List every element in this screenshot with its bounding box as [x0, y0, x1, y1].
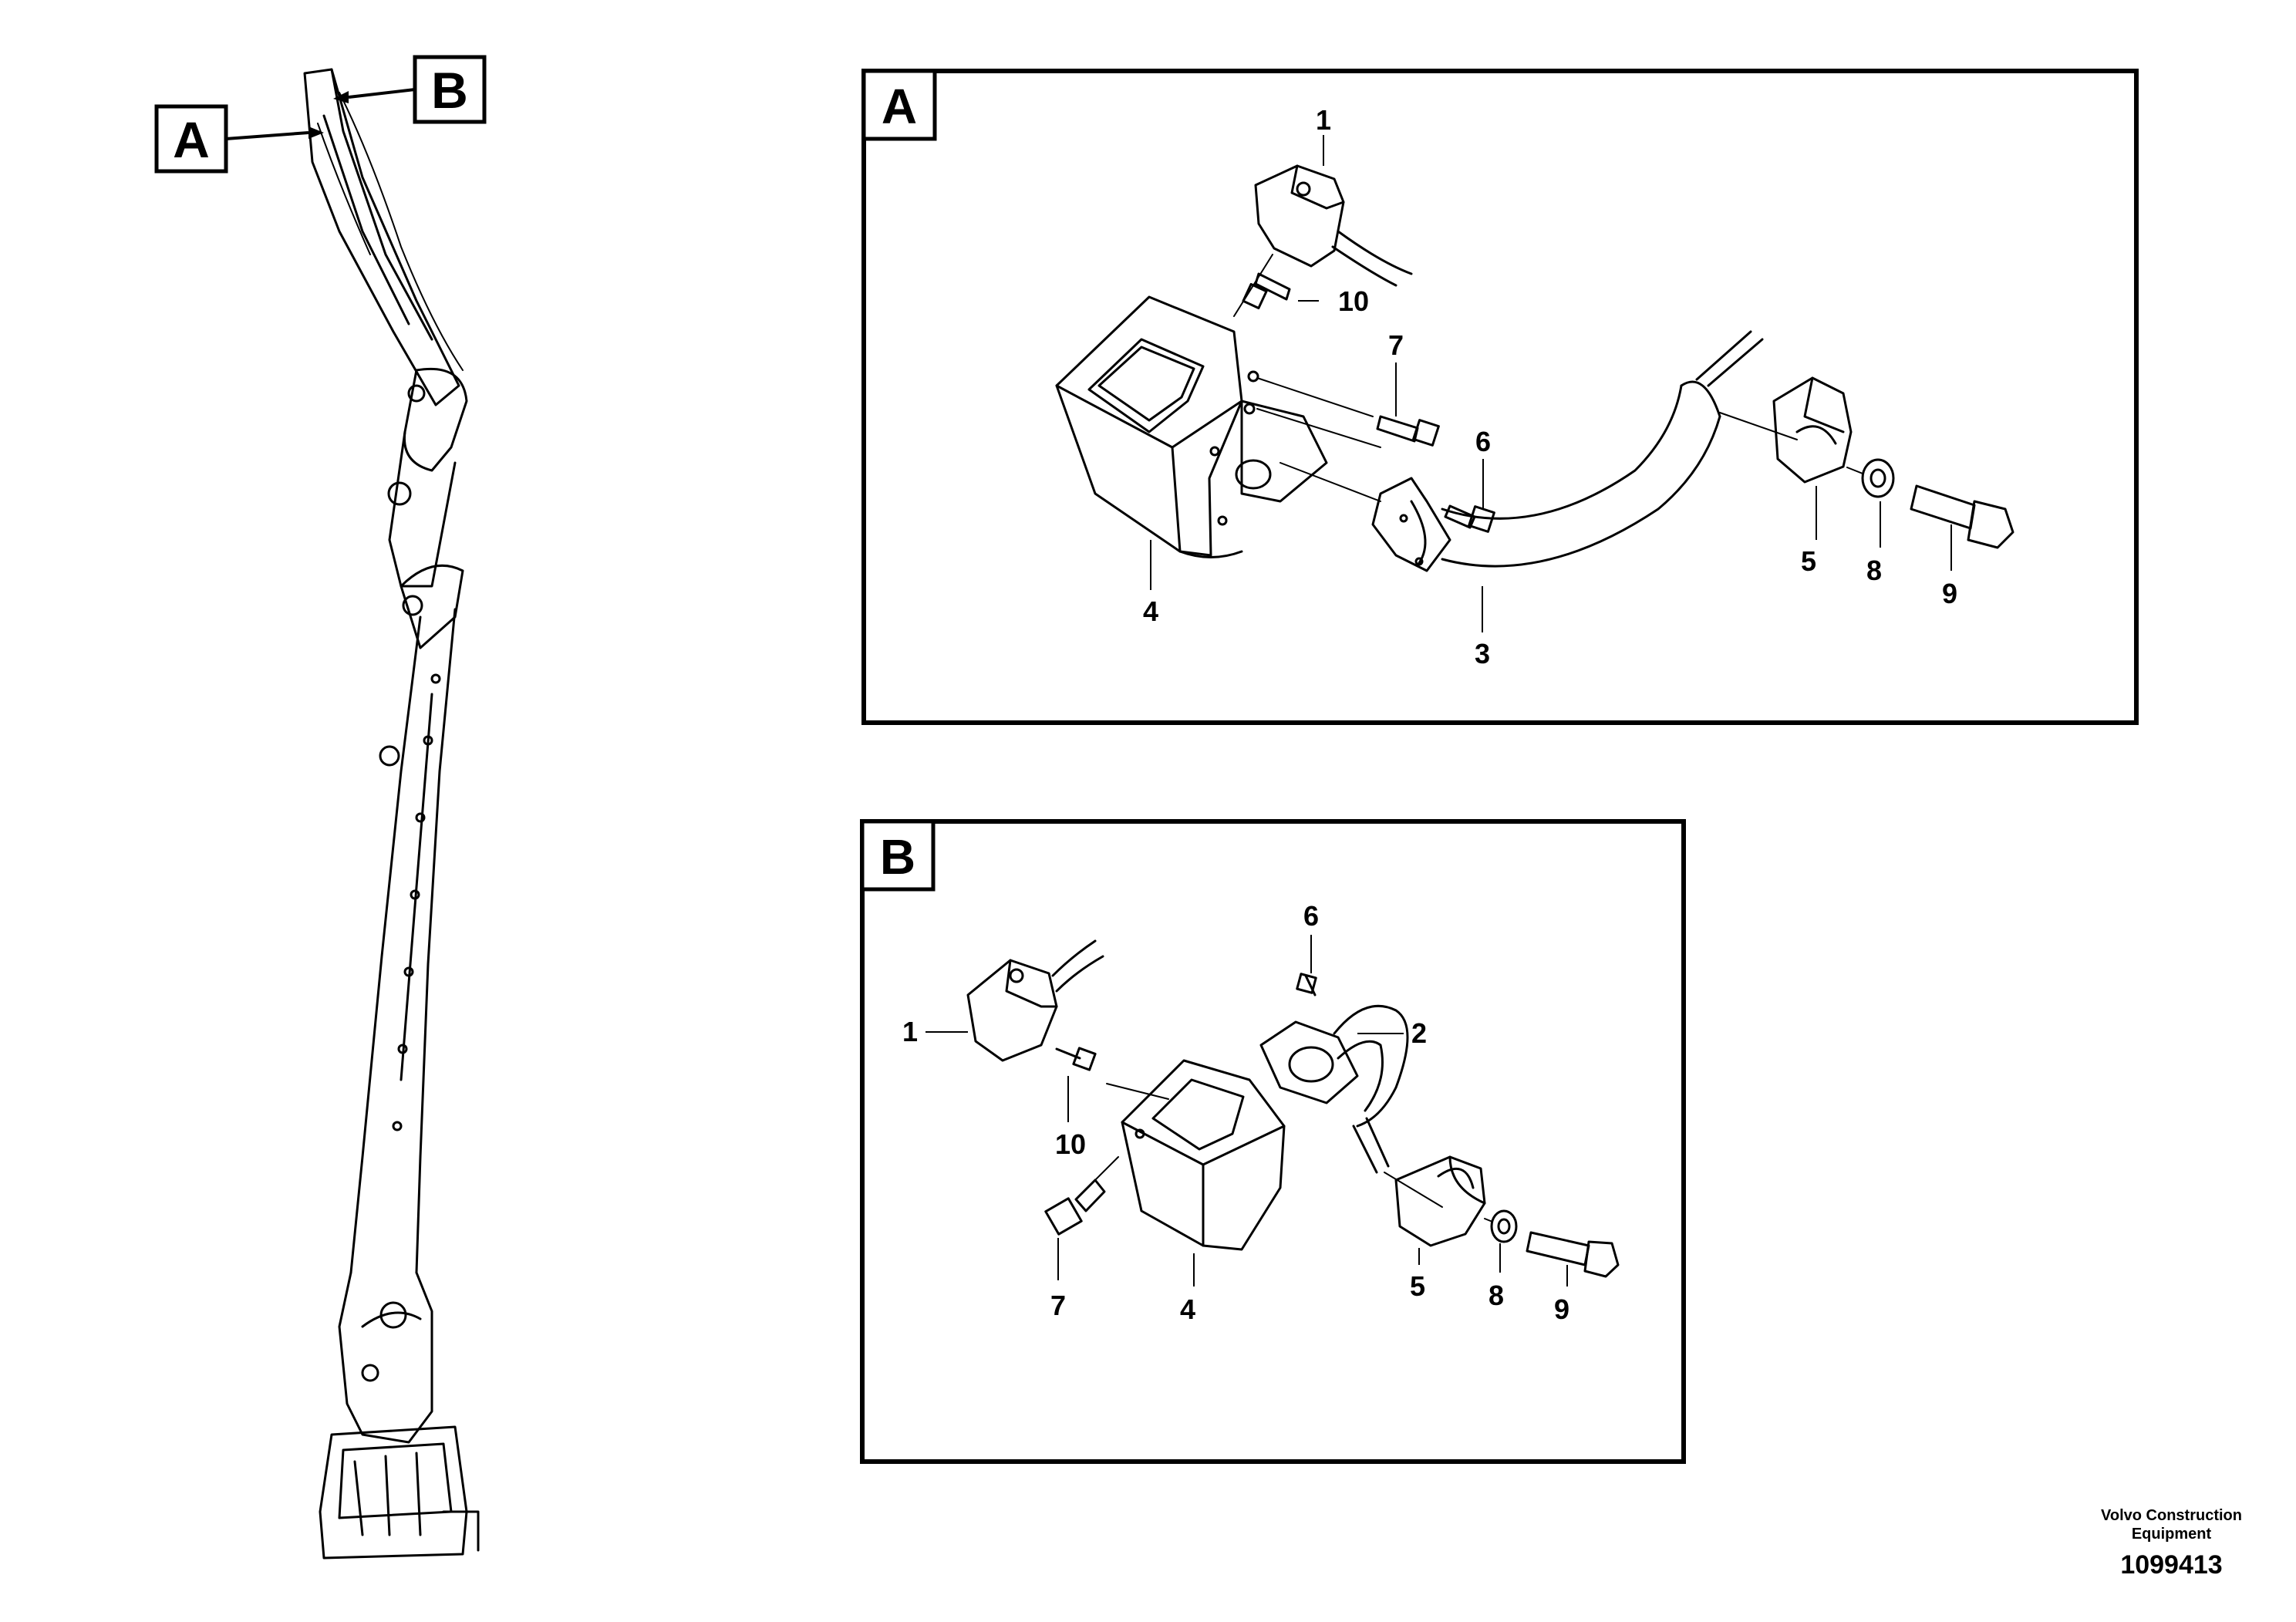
panel-b-title: B [880, 829, 915, 885]
panel-b-label-6: 6 [1303, 900, 1319, 932]
panel-a-drawing [1055, 164, 2014, 572]
panel-a-leaders [1150, 135, 1952, 632]
panel-a-label-1: 1 [1316, 104, 1331, 136]
panel-b-label-2: 2 [1411, 1017, 1427, 1049]
panel-a-label-5: 5 [1801, 545, 1816, 577]
overview-callout-b-label: B [431, 62, 468, 119]
overview-callout-b: B [333, 55, 487, 124]
panel-b-label-1: 1 [902, 1016, 918, 1047]
detail-panel-a: A [861, 69, 2139, 725]
panel-b-label-4: 4 [1180, 1293, 1195, 1325]
panel-a-label-7: 7 [1388, 329, 1404, 361]
panel-b-label-7: 7 [1050, 1290, 1066, 1321]
brand-line-2: Equipment [2131, 1526, 2212, 1543]
panel-b-drawing [966, 939, 1620, 1278]
panel-a-label-4: 4 [1143, 595, 1158, 627]
panel-b-leaders [925, 935, 1568, 1286]
footer-credit: Volvo Construction Equipment 1099413 [2101, 1506, 2242, 1582]
panel-b-label-10: 10 [1055, 1128, 1086, 1160]
panel-a-title: A [882, 79, 917, 134]
panel-b-label-9: 9 [1554, 1293, 1569, 1325]
panel-a-label-9: 9 [1942, 578, 1957, 609]
panel-a-label-8: 8 [1866, 555, 1882, 586]
boom-overview [303, 68, 480, 1560]
panel-b-label-8: 8 [1489, 1280, 1504, 1311]
detail-panel-b: B [860, 819, 1686, 1464]
panel-a-label-10: 10 [1338, 285, 1369, 317]
panel-b-label-5: 5 [1410, 1270, 1425, 1302]
overview-callout-a-label: A [173, 111, 210, 168]
brand-line-1: Volvo Construction [2101, 1507, 2242, 1524]
drawing-number: 1099413 [2120, 1550, 2223, 1580]
overview-callout-a: A [154, 104, 324, 174]
panel-a-label-6: 6 [1475, 426, 1491, 457]
panel-a-label-3: 3 [1475, 638, 1490, 669]
